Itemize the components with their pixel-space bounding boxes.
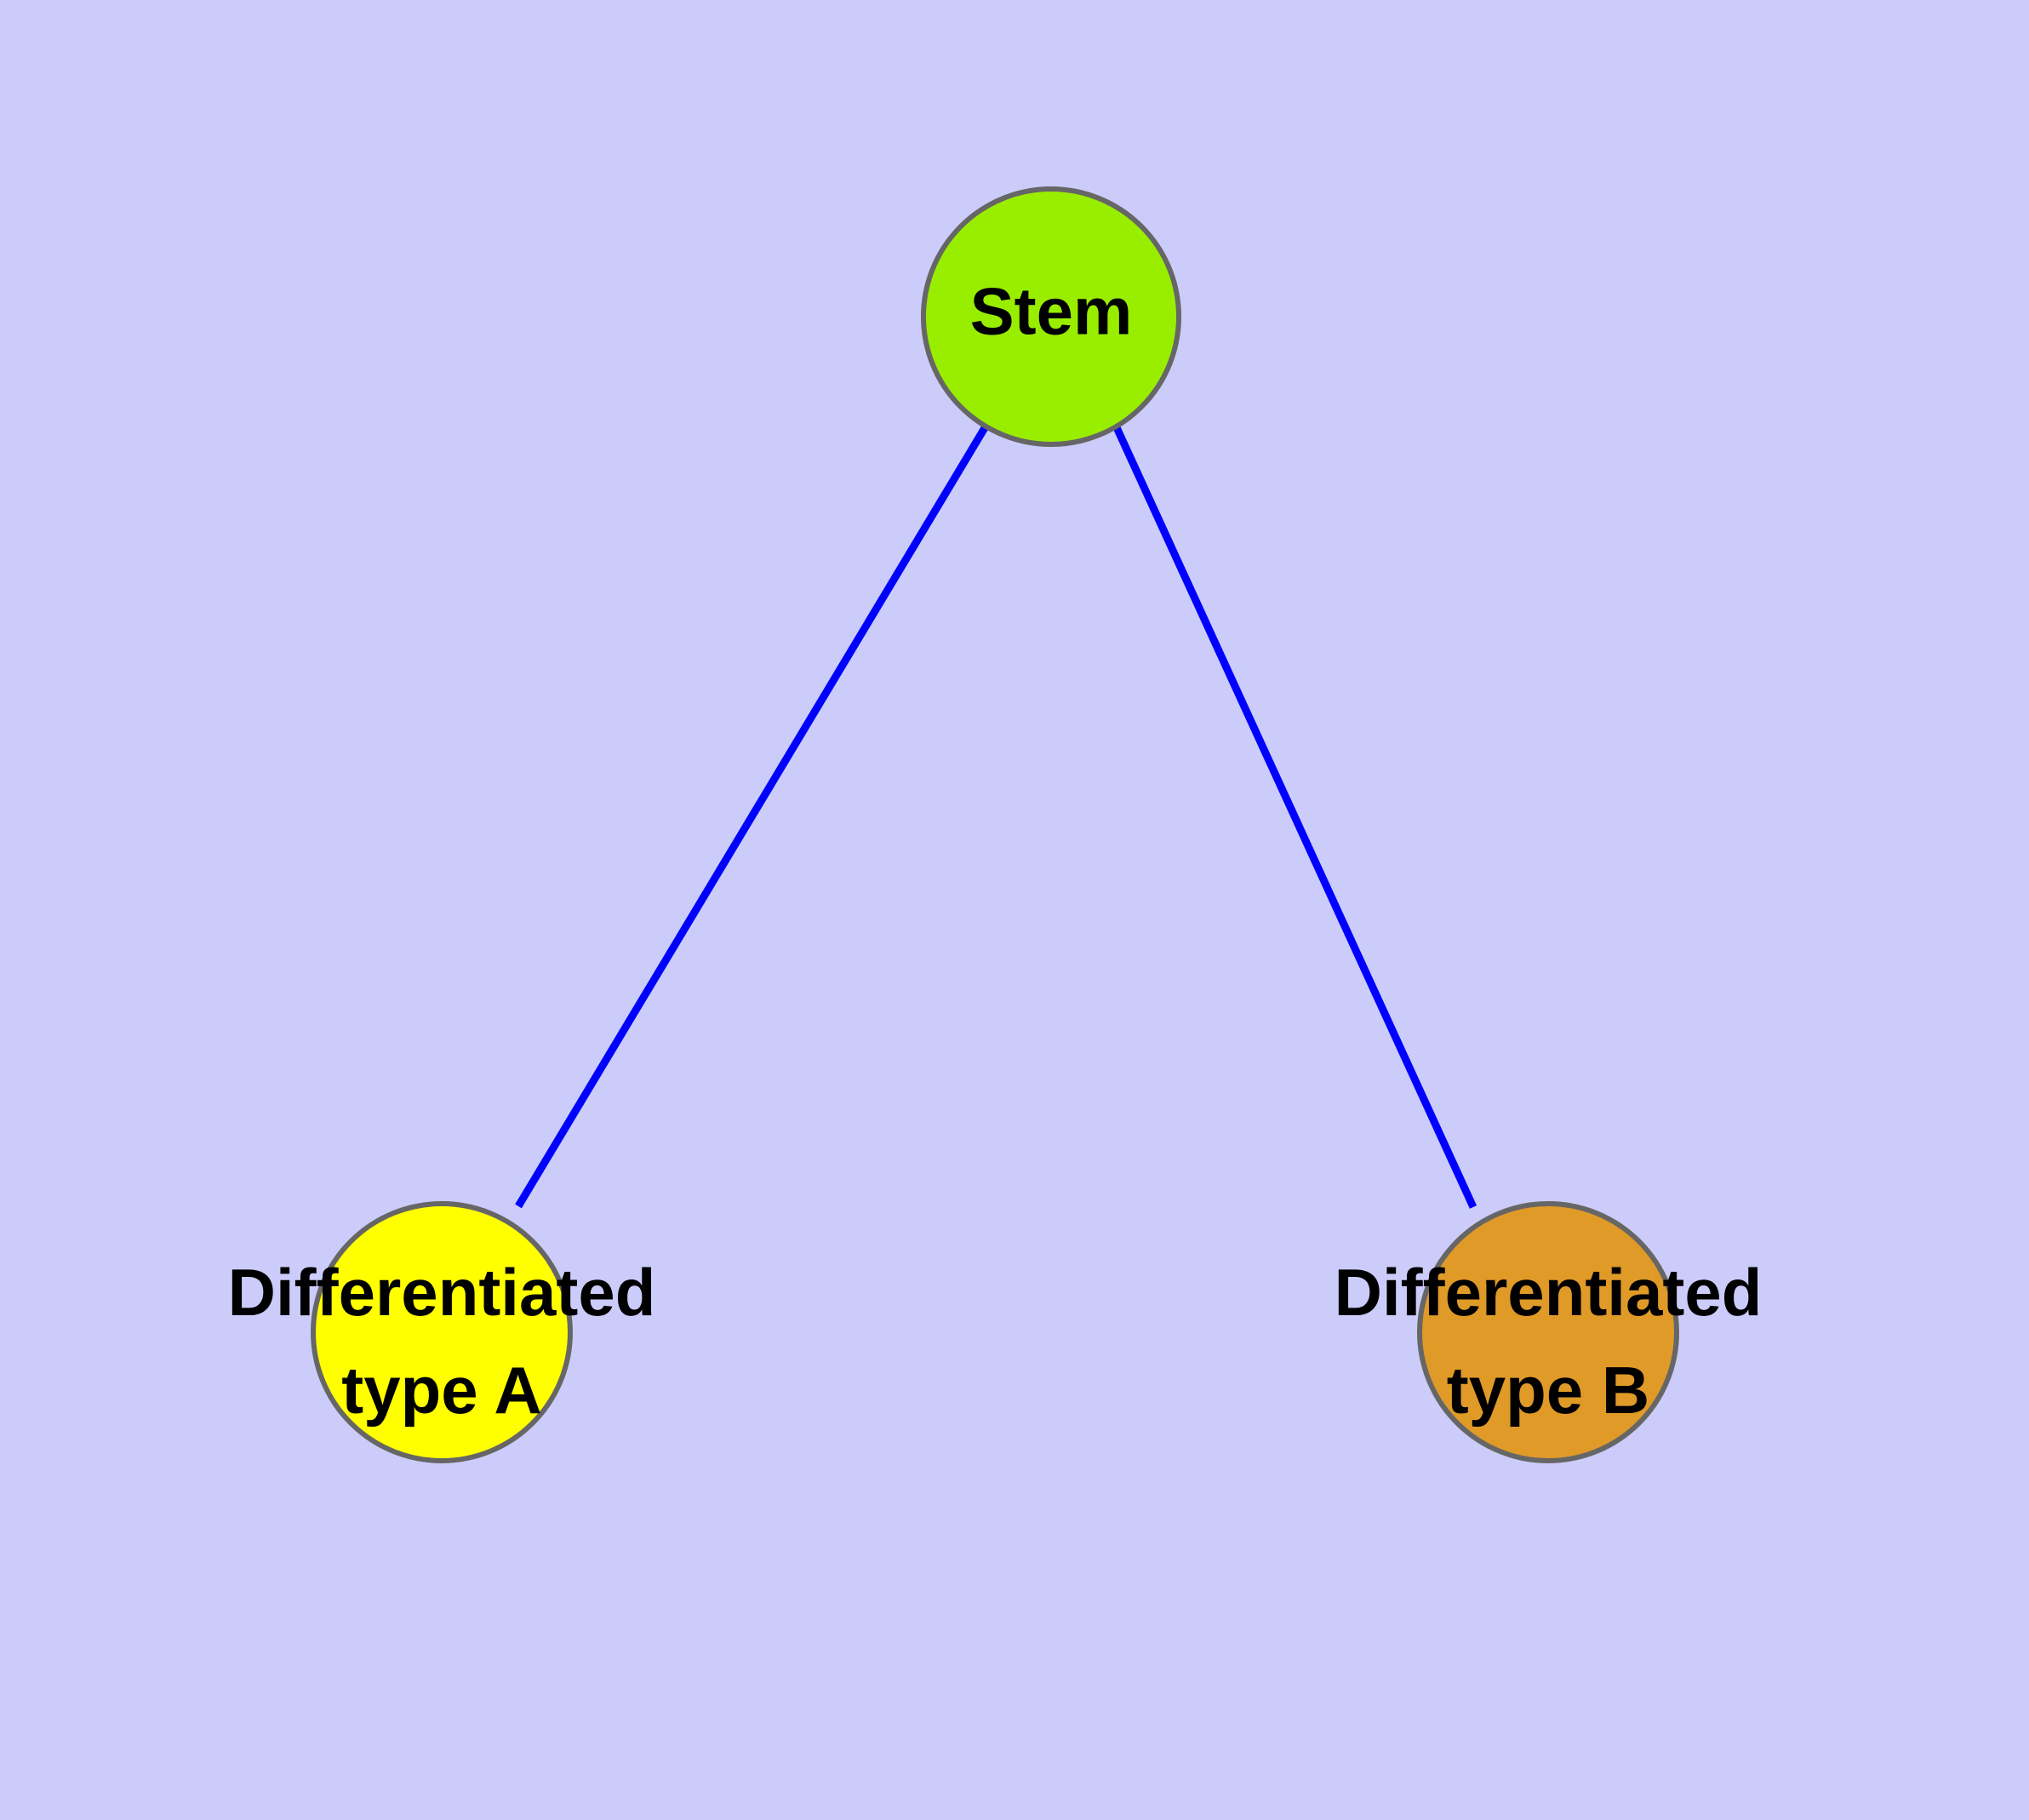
node-label-stem: Stem <box>970 274 1133 349</box>
node-differentiated-type-a[interactable] <box>311 1201 573 1463</box>
node-differentiated-type-b[interactable] <box>1417 1201 1679 1463</box>
edge-group <box>515 424 1477 1209</box>
edge-stem-to-differentiated-type-b[interactable] <box>1112 424 1477 1209</box>
node-label-differentiated-type-b-line1: Differentiated <box>1335 1255 1763 1330</box>
edge-stem-to-differentiated-type-a[interactable] <box>515 424 989 1209</box>
node-group <box>311 186 1679 1463</box>
node-stem[interactable] <box>921 186 1181 447</box>
node-label-differentiated-type-a-line1: Differentiated <box>228 1255 656 1330</box>
node-label-differentiated-type-a-line2: type A <box>341 1353 542 1428</box>
node-label-differentiated-type-b-line2: type B <box>1447 1353 1649 1428</box>
label-group: Stem Differentiated type A Differentiate… <box>228 274 1763 1428</box>
